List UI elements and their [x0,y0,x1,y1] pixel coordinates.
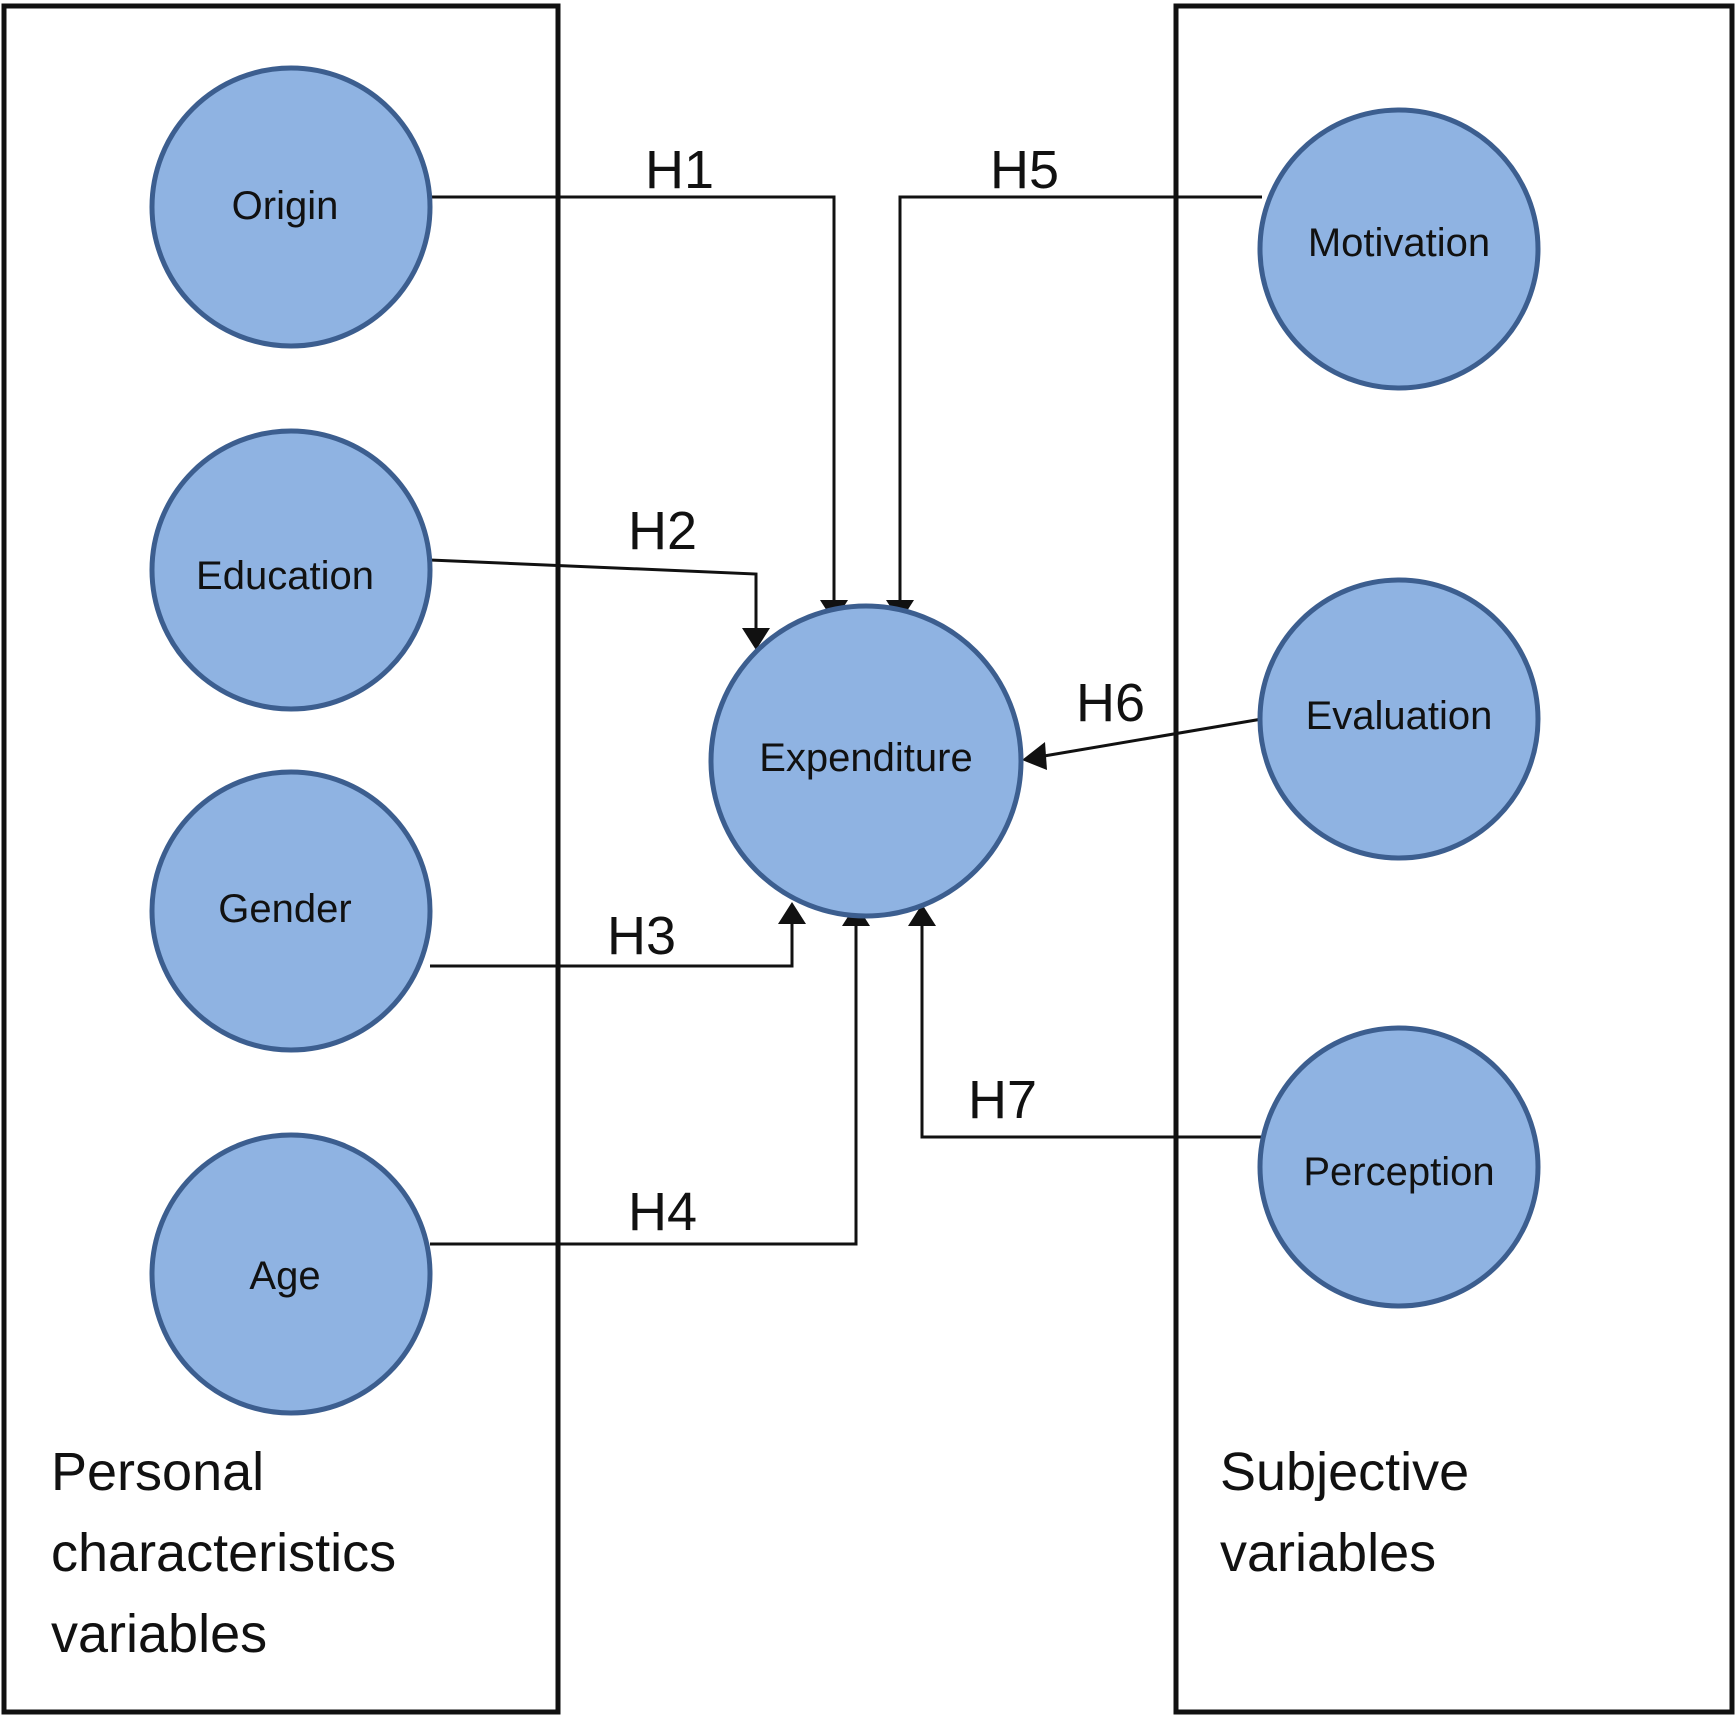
node-circle [149,65,433,349]
hypothesis-label-h4: H4 [628,1182,697,1242]
node-circle [149,769,433,1053]
title-line: Personal [51,1442,264,1502]
hypothesis-label-h3: H3 [607,906,676,966]
hypothesis-label-h2: H2 [628,501,697,561]
node-circle [1257,107,1541,391]
hypothesis-label-h6: H6 [1076,673,1145,733]
node-circle [1257,1025,1541,1309]
node-education: Education [149,428,433,712]
hypothesis-label-h7: H7 [968,1070,1037,1130]
edge-h6 [1043,717,1263,758]
node-circle [149,1132,433,1416]
node-circle [149,428,433,712]
personal-variables-title: Personal characteristics variables [51,1442,411,1664]
node-motivation: Motivation [1257,107,1541,391]
node-label: Education [196,554,374,598]
hypothesis-label-h5: H5 [990,140,1059,200]
title-line: variables [51,1604,267,1664]
arrowhead-h7 [908,904,936,926]
edge-h4 [430,926,858,1246]
title-line: characteristics [51,1523,396,1583]
subjective-variables-box [1173,3,1735,1715]
node-perception: Perception [1257,1025,1541,1309]
node-origin: Origin [149,65,433,349]
node-evaluation: Evaluation [1257,577,1541,861]
node-label: Perception [1303,1150,1494,1194]
node-gender: Gender [149,769,433,1053]
node-label: Origin [232,184,339,228]
node-label: Age [249,1254,320,1298]
subjective-variables-title: Subjective variables [1220,1442,1484,1583]
arrowhead-h2 [742,628,770,650]
edge-h7 [920,926,1262,1139]
arrowhead-h3 [778,902,806,924]
node-label: Motivation [1308,221,1490,265]
personal-variables-box [1,3,561,1715]
arrowhead-h6 [1022,742,1047,770]
node-label: Gender [218,887,351,931]
edge-h2 [429,558,758,628]
edge-h5 [898,195,1262,600]
edge-h3 [430,924,794,968]
node-circle [708,603,1024,919]
edge-h1 [430,195,836,600]
node-label: Evaluation [1306,694,1493,738]
node-label: Expenditure [759,736,972,780]
node-circle [1257,577,1541,861]
node-expenditure: Expenditure [708,603,1024,919]
node-age: Age [149,1132,433,1416]
title-line: variables [1220,1523,1436,1583]
hypothesis-label-h1: H1 [645,140,714,200]
title-line: Subjective [1220,1442,1469,1502]
